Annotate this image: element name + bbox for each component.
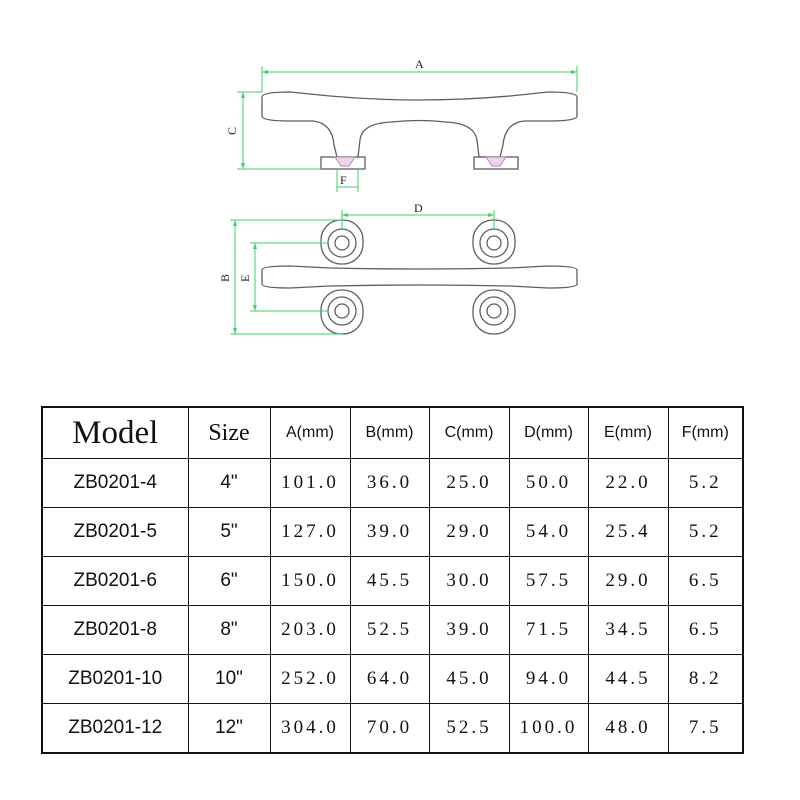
cell-size: 10" [187, 654, 271, 704]
header-d: D(mm) [508, 406, 589, 459]
cell-c: 52.5 [428, 703, 510, 754]
dim-label-c: C [225, 127, 239, 135]
top-view [261, 219, 578, 335]
side-view [261, 91, 578, 170]
table-row: ZB0201-5 5" 127.0 39.0 29.0 54.0 25.4 5.… [41, 507, 744, 557]
table-row: ZB0201-4 4" 101.0 36.0 25.0 50.0 22.0 5.… [41, 458, 744, 508]
table-row: ZB0201-10 10" 252.0 64.0 45.0 94.0 44.5 … [41, 654, 744, 704]
header-f: F(mm) [667, 406, 744, 459]
cell-size: 8" [187, 605, 271, 655]
right-top-hole-inner [486, 235, 502, 251]
right-bottom-hole-inner [486, 303, 502, 319]
cell-model: ZB0201-8 [41, 605, 189, 655]
cell-d: 57.5 [508, 556, 589, 606]
cell-a: 101.0 [269, 458, 351, 508]
dim-label-e: E [238, 275, 252, 282]
table-header-row: Model Size A(mm) B(mm) C(mm) D(mm) E(mm)… [41, 406, 744, 459]
header-a: A(mm) [269, 406, 351, 459]
cell-d: 94.0 [508, 654, 589, 704]
cell-a: 304.0 [269, 703, 351, 754]
cell-a: 252.0 [269, 654, 351, 704]
header-c: C(mm) [428, 406, 510, 459]
cell-d: 54.0 [508, 507, 589, 557]
cell-f: 6.5 [667, 605, 744, 655]
cell-b: 39.0 [349, 507, 430, 557]
table-row: ZB0201-8 8" 203.0 52.5 39.0 71.5 34.5 6.… [41, 605, 744, 655]
header-e: E(mm) [587, 406, 669, 459]
header-b: B(mm) [349, 406, 430, 459]
cell-size: 4" [187, 458, 271, 508]
cell-model: ZB0201-4 [41, 458, 189, 508]
cell-e: 34.5 [587, 605, 669, 655]
right-countersink [485, 156, 507, 167]
cell-e: 25.4 [587, 507, 669, 557]
cell-a: 203.0 [269, 605, 351, 655]
cell-size: 12" [187, 703, 271, 754]
table-row: ZB0201-6 6" 150.0 45.5 30.0 57.5 29.0 6.… [41, 556, 744, 606]
cell-model: ZB0201-5 [41, 507, 189, 557]
right-bottom-lug [472, 289, 516, 335]
header-size: Size [187, 406, 271, 459]
cell-e: 22.0 [587, 458, 669, 508]
cell-size: 5" [187, 507, 271, 557]
left-bottom-hole-outer [327, 296, 357, 326]
dimension-arrows [233, 70, 577, 334]
dim-label-b: B [218, 274, 232, 282]
cell-f: 8.2 [667, 654, 744, 704]
table-row: ZB0201-12 12" 304.0 70.0 52.5 100.0 48.0… [41, 703, 744, 754]
dim-label-a: A [415, 57, 424, 71]
cell-c: 29.0 [428, 507, 510, 557]
cell-c: 30.0 [428, 556, 510, 606]
cell-f: 6.5 [667, 556, 744, 606]
cell-c: 45.0 [428, 654, 510, 704]
right-top-hole-outer [479, 228, 509, 258]
left-bottom-hole-inner [334, 303, 350, 319]
cell-b: 70.0 [349, 703, 430, 754]
dim-label-f: F [340, 173, 347, 187]
cell-b: 45.5 [349, 556, 430, 606]
cell-model: ZB0201-10 [41, 654, 189, 704]
cell-f: 5.2 [667, 507, 744, 557]
cell-d: 50.0 [508, 458, 589, 508]
left-top-hole-inner [334, 235, 350, 251]
cleat-top-outline [261, 265, 578, 289]
cell-b: 36.0 [349, 458, 430, 508]
cell-c: 25.0 [428, 458, 510, 508]
cell-f: 5.2 [667, 458, 744, 508]
right-bottom-hole-outer [479, 296, 509, 326]
cell-model: ZB0201-12 [41, 703, 189, 754]
left-countersink [334, 156, 356, 167]
cell-d: 71.5 [508, 605, 589, 655]
cell-e: 48.0 [587, 703, 669, 754]
cell-e: 44.5 [587, 654, 669, 704]
cell-f: 7.5 [667, 703, 744, 754]
cell-b: 64.0 [349, 654, 430, 704]
cell-d: 100.0 [508, 703, 589, 754]
cell-a: 150.0 [269, 556, 351, 606]
cell-c: 39.0 [428, 605, 510, 655]
cleat-side-outline [261, 91, 578, 158]
cell-size: 6" [187, 556, 271, 606]
cell-b: 52.5 [349, 605, 430, 655]
cell-e: 29.0 [587, 556, 669, 606]
cleat-technical-drawing: A C F D B E [218, 57, 578, 335]
header-model: Model [41, 406, 189, 459]
specification-table: Model Size A(mm) B(mm) C(mm) D(mm) E(mm)… [41, 406, 744, 754]
dimension-lines [230, 66, 578, 335]
left-top-hole-outer [327, 228, 357, 258]
dim-label-d: D [414, 201, 423, 215]
cell-model: ZB0201-6 [41, 556, 189, 606]
cell-a: 127.0 [269, 507, 351, 557]
